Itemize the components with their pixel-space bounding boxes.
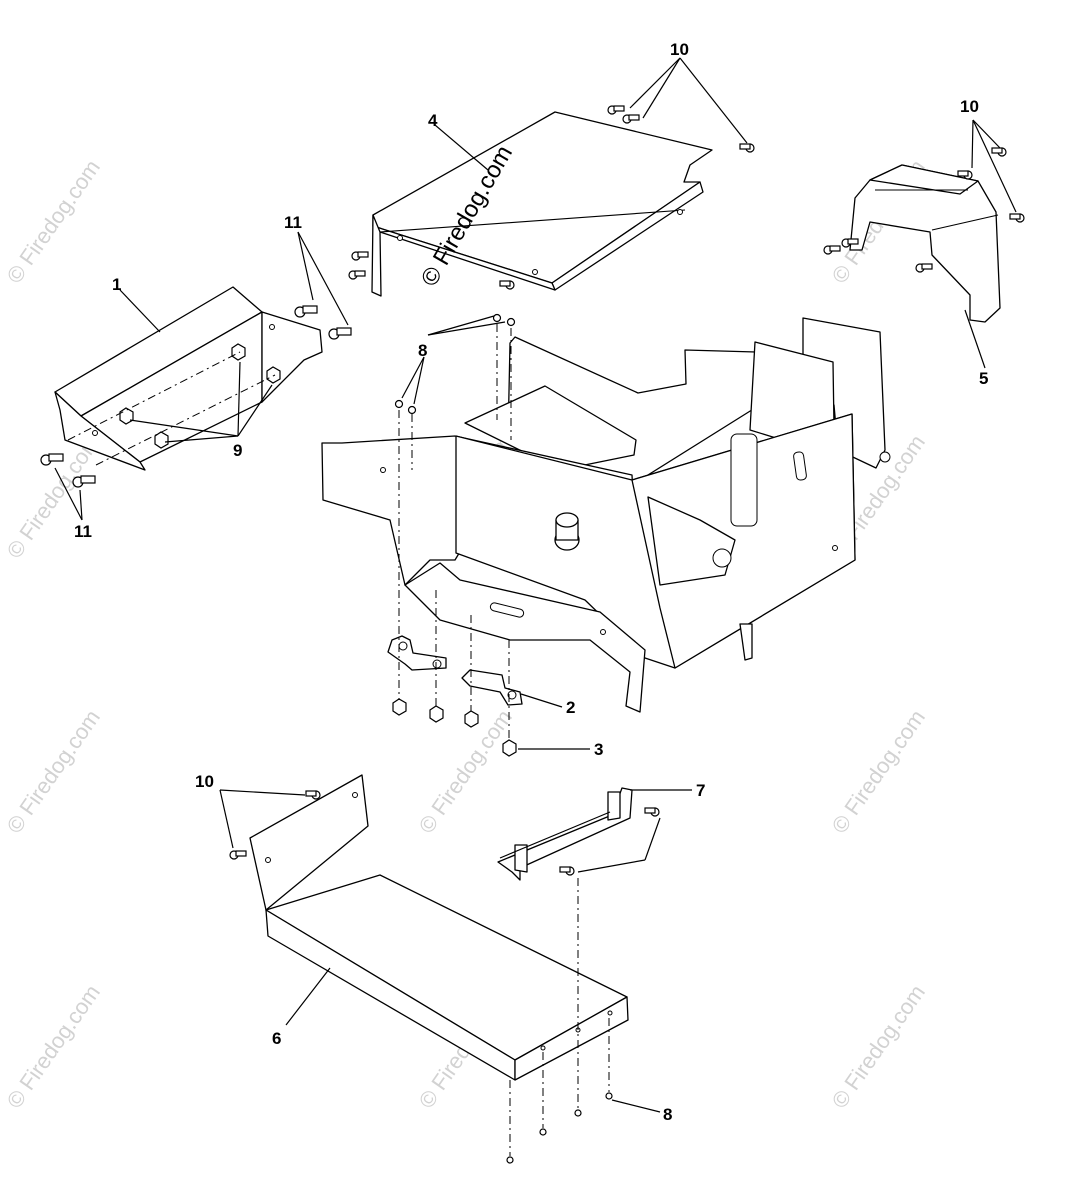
watermark-tile: © Firedog.com: [827, 980, 930, 1113]
watermark-tile: © Firedog.com: [2, 430, 105, 563]
callout-4: 4: [428, 111, 438, 130]
watermark-tile: © Firedog.com: [2, 980, 105, 1113]
callout-3: 3: [594, 740, 603, 759]
part-1-left-box: [54, 286, 323, 471]
callout-5: 5: [979, 369, 988, 388]
callout-labels: 10 4 10 11 1 8 5 9 11 2 3 10 7 6 8: [74, 40, 988, 1124]
callout-1: 1: [112, 275, 121, 294]
callout-10-right: 10: [960, 97, 979, 116]
leader-lines: [54, 57, 1017, 1113]
watermark-tile: © Firedog.com: [2, 705, 105, 838]
part-7-brace: [497, 787, 633, 881]
hardware-fasteners: [40, 105, 1025, 1164]
callout-7: 7: [696, 781, 705, 800]
watermark-tile: © Firedog.com: [2, 155, 105, 288]
callout-9: 9: [233, 441, 242, 460]
callout-8-pan: 8: [663, 1105, 672, 1124]
callout-8-frame: 8: [418, 341, 427, 360]
part-4-top-cover: [371, 111, 713, 297]
part-main-frame: [321, 317, 891, 713]
callout-10-pan: 10: [195, 772, 214, 791]
alignment-lines: [67, 324, 610, 1156]
part-6-bottom-pan: [249, 774, 629, 1081]
watermark-tile: © Firedog.com: [827, 705, 930, 838]
watermark-tile: © Firedog.com: [414, 705, 517, 838]
part-2-brackets: [387, 635, 523, 706]
callout-11-top: 11: [284, 213, 302, 232]
part-5-right-cover: [849, 164, 1001, 323]
callout-10-top: 10: [670, 40, 689, 59]
callout-11-bottom: 11: [74, 522, 92, 541]
callout-2: 2: [566, 698, 575, 717]
callout-6: 6: [272, 1029, 281, 1048]
